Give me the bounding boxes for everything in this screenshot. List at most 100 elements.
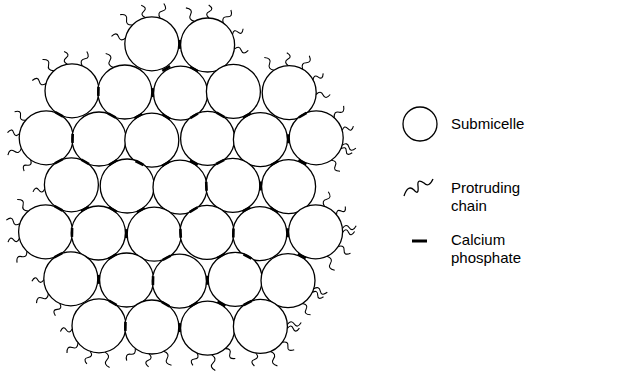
calcium-phosphate-mark	[97, 275, 100, 284]
calcium-phosphate-mark	[179, 229, 182, 238]
calcium-phosphate-mark	[71, 134, 74, 143]
protruding-chain	[342, 226, 356, 230]
protruding-chain	[342, 144, 356, 150]
submicelle-circle	[125, 300, 179, 354]
protruding-chain	[159, 4, 166, 19]
protruding-chain	[338, 246, 350, 254]
protruding-chain	[287, 326, 299, 331]
protruding-chain	[337, 207, 346, 215]
submicelle-circle	[100, 253, 154, 307]
protruding-chain	[126, 348, 135, 360]
protruding-chain	[32, 78, 46, 84]
legend-label: Submicelle	[451, 115, 601, 133]
calcium-phosphate-mark	[55, 112, 63, 116]
calcium-phosphate-mark	[287, 134, 290, 143]
calcium-phosphate-mark	[244, 254, 252, 258]
protruding-chain	[316, 92, 330, 97]
submicelle-circle	[289, 205, 343, 259]
calcium-phosphate-mark	[299, 160, 307, 164]
calcium-phosphate-mark	[125, 229, 128, 238]
protruding-chain	[67, 343, 78, 353]
micelle-cluster	[6, 4, 356, 371]
submicelle-circle	[127, 207, 181, 261]
protruding-chain	[64, 52, 68, 65]
protruding-chain	[191, 353, 198, 365]
calcium-phosphate-mark	[190, 114, 198, 119]
protruding-chain	[271, 351, 278, 366]
protruding-chain	[8, 238, 19, 242]
calcium-phosphate-mark	[298, 254, 306, 258]
protruding-chain	[211, 355, 215, 371]
calcium-phosphate-mark	[151, 88, 154, 97]
protruding-chain	[33, 188, 45, 192]
submicelle-circle	[125, 17, 179, 71]
protruding-chain	[112, 34, 126, 40]
submicelle-circle	[233, 113, 287, 167]
submicelle-circle	[180, 205, 234, 259]
submicelle-circle	[72, 299, 126, 353]
protruding-chain	[327, 256, 335, 270]
protruding-chain	[17, 251, 27, 263]
calcium-phosphate-mark	[162, 302, 170, 307]
protruding-chain	[314, 288, 328, 295]
protruding-chain	[312, 291, 323, 298]
protruding-chain	[85, 351, 92, 364]
protruding-chain	[8, 148, 21, 155]
submicelle-circle	[181, 111, 235, 165]
protruding-chain	[105, 352, 110, 367]
calcium-phosphate-mark	[190, 161, 198, 165]
calcium-phosphate-sample	[412, 240, 427, 243]
protruding-chain	[164, 351, 172, 365]
calcium-phosphate-mark	[190, 208, 198, 213]
protruding-chain	[331, 160, 340, 171]
submicelle-circle	[44, 158, 98, 212]
protruding-chain	[207, 5, 212, 18]
calcium-phosphate-mark	[232, 229, 235, 238]
submicelle-circle	[98, 65, 152, 119]
protruding-chain	[17, 199, 28, 211]
calcium-phosphate-mark	[244, 301, 252, 305]
protruding-chain	[287, 322, 301, 326]
calcium-phosphate-mark	[55, 159, 63, 163]
protruding-chain	[313, 73, 323, 80]
protruding-chain	[286, 53, 291, 66]
protruding-chain	[186, 8, 195, 22]
protruding-chain	[302, 304, 310, 315]
submicelle-circle	[206, 64, 260, 118]
protruding-chain	[146, 354, 151, 367]
calcium-phosphate-mark	[162, 161, 170, 166]
protruding-chain	[264, 58, 274, 71]
submicelle-circle	[71, 206, 125, 260]
calcium-phosphate-mark	[163, 256, 171, 260]
protruding-chain	[32, 278, 44, 283]
calcium-phosphate-mark	[81, 207, 89, 211]
protruding-chain	[223, 10, 232, 23]
calcium-phosphate-mark	[270, 208, 278, 213]
calcium-phosphate-mark	[109, 254, 117, 259]
calcium-phosphate-mark	[190, 67, 198, 71]
submicelle-circle	[181, 301, 235, 355]
protruding-chain	[343, 230, 355, 235]
submicelle-circle	[44, 252, 98, 306]
protruding-chain	[8, 130, 20, 136]
protruding-chain	[23, 160, 31, 171]
submicelle-circle	[152, 254, 206, 308]
calcium-phosphate-mark	[217, 113, 225, 117]
calcium-phosphate-mark	[109, 301, 117, 306]
calcium-phosphate-mark	[216, 160, 224, 164]
protruding-chain	[141, 5, 145, 17]
calcium-phosphate-mark	[81, 160, 89, 165]
calcium-phosphate-mark	[242, 207, 250, 211]
protruding-chain	[81, 52, 88, 66]
submicelle-circle	[233, 299, 287, 353]
calcium-phosphate-mark	[217, 254, 225, 259]
calcium-phosphate-mark	[190, 302, 198, 307]
protruding-chain	[302, 56, 310, 69]
calcium-phosphate-mark	[205, 182, 208, 191]
submicelle-circle	[100, 159, 154, 213]
calcium-phosphate-mark	[286, 228, 289, 237]
calcium-phosphate-mark	[178, 323, 181, 332]
calcium-phosphate-mark	[271, 161, 279, 166]
protruding-chain	[54, 304, 61, 316]
protruding-chain	[334, 106, 344, 118]
